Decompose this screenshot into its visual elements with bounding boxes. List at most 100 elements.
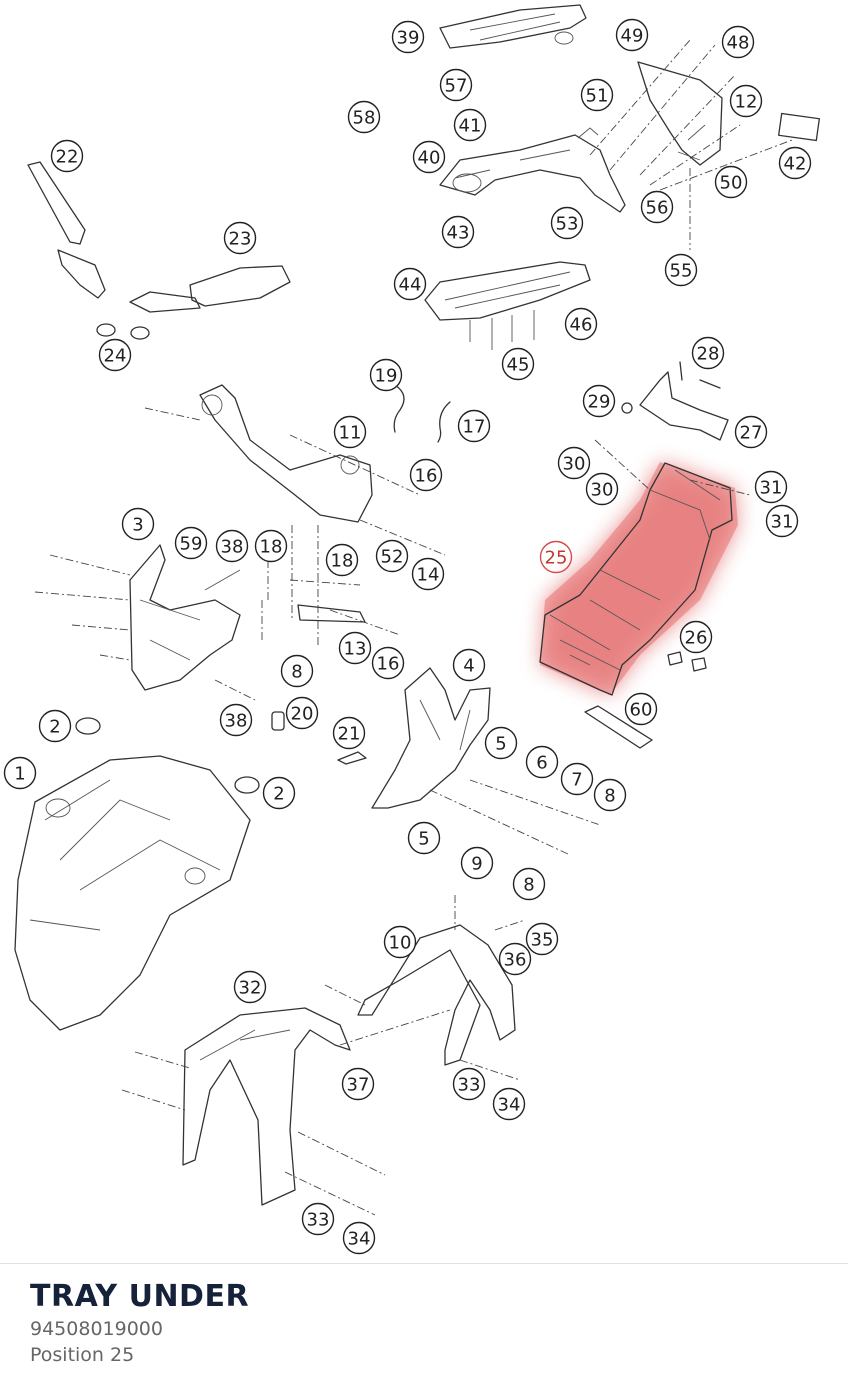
callout-16[interactable]: 16	[371, 646, 405, 680]
callout-2[interactable]: 2	[38, 709, 72, 743]
tray-under-highlight[interactable]	[540, 462, 738, 695]
callout-59[interactable]: 59	[174, 526, 208, 560]
callout-50[interactable]: 50	[714, 165, 748, 199]
callout-circle	[369, 358, 403, 392]
callout-8[interactable]: 8	[593, 778, 627, 812]
part-18-bolts	[261, 525, 319, 645]
part-26-clips	[667, 651, 707, 672]
callout-circle	[285, 696, 319, 730]
callout-5[interactable]: 5	[407, 821, 441, 855]
callout-number: 10	[389, 933, 412, 954]
callout-number: 42	[784, 154, 807, 175]
callout-23[interactable]: 23	[223, 221, 257, 255]
callout-7[interactable]: 7	[560, 762, 594, 796]
part-20-clip	[271, 711, 285, 731]
callout-49[interactable]: 49	[615, 18, 649, 52]
callout-number: 12	[735, 92, 758, 113]
callout-33[interactable]: 33	[301, 1202, 335, 1236]
part-25-tray-under[interactable]	[539, 439, 751, 696]
callout-circle	[407, 821, 441, 855]
callout-25[interactable]: 25	[539, 540, 573, 574]
callout-18[interactable]: 18	[254, 529, 288, 563]
callout-58[interactable]: 58	[347, 100, 381, 134]
callout-38[interactable]: 38	[215, 529, 249, 563]
callout-48[interactable]: 48	[721, 25, 755, 59]
callout-41[interactable]: 41	[453, 108, 487, 142]
callout-45[interactable]: 45	[501, 347, 535, 381]
callout-21[interactable]: 21	[332, 716, 366, 750]
callout-53[interactable]: 53	[550, 206, 584, 240]
callout-36[interactable]: 36	[498, 942, 532, 976]
callout-52[interactable]: 52	[375, 539, 409, 573]
callout-number: 60	[630, 700, 653, 721]
callout-60[interactable]: 60	[624, 692, 658, 726]
callout-43[interactable]: 43	[441, 215, 475, 249]
callout-14[interactable]: 14	[411, 557, 445, 591]
part-19-hose	[393, 384, 405, 433]
callout-5[interactable]: 5	[484, 726, 518, 760]
callout-55[interactable]: 55	[664, 253, 698, 287]
callout-11[interactable]: 11	[333, 415, 367, 449]
callout-8[interactable]: 8	[280, 654, 314, 688]
callout-37[interactable]: 37	[341, 1067, 375, 1101]
callout-circle	[254, 529, 288, 563]
callout-number: 38	[221, 537, 244, 558]
callout-28[interactable]: 28	[691, 336, 725, 370]
callout-2[interactable]: 2	[262, 776, 296, 810]
callout-circle	[342, 1221, 376, 1255]
callout-29[interactable]: 29	[582, 384, 616, 418]
callout-20[interactable]: 20	[285, 696, 319, 730]
callout-42[interactable]: 42	[778, 146, 812, 180]
callout-circle	[560, 762, 594, 796]
callout-27[interactable]: 27	[734, 415, 768, 449]
callout-8[interactable]: 8	[512, 867, 546, 901]
callout-10[interactable]: 10	[383, 925, 417, 959]
callout-circle	[121, 507, 155, 541]
callout-13[interactable]: 13	[338, 631, 372, 665]
callout-circle	[729, 84, 763, 118]
callout-39[interactable]: 39	[391, 20, 425, 54]
callout-17[interactable]: 17	[457, 409, 491, 443]
callout-31[interactable]: 31	[765, 504, 799, 538]
callout-number: 53	[556, 214, 579, 235]
callout-number: 16	[377, 654, 400, 675]
callout-46[interactable]: 46	[564, 307, 598, 341]
callout-44[interactable]: 44	[393, 267, 427, 301]
callout-38[interactable]: 38	[219, 703, 253, 737]
callout-number: 34	[348, 1229, 371, 1250]
callout-40[interactable]: 40	[412, 140, 446, 174]
callout-number: 13	[344, 639, 367, 660]
callout-56[interactable]: 56	[640, 190, 674, 224]
callout-32[interactable]: 32	[233, 970, 267, 1004]
callout-3[interactable]: 3	[121, 507, 155, 541]
callout-34[interactable]: 34	[342, 1221, 376, 1255]
callout-51[interactable]: 51	[580, 78, 614, 112]
callout-circle	[539, 540, 573, 574]
callout-number: 32	[239, 978, 262, 999]
callout-30[interactable]: 30	[557, 446, 591, 480]
callout-16[interactable]: 16	[409, 458, 443, 492]
callout-4[interactable]: 4	[452, 648, 486, 682]
callout-57[interactable]: 57	[439, 68, 473, 102]
callout-circle	[460, 846, 494, 880]
callout-31[interactable]: 31	[754, 470, 788, 504]
callout-circle	[679, 620, 713, 654]
callout-35[interactable]: 35	[525, 922, 559, 956]
callout-33[interactable]: 33	[452, 1067, 486, 1101]
callout-30[interactable]: 30	[585, 472, 619, 506]
callout-34[interactable]: 34	[492, 1087, 526, 1121]
callout-9[interactable]: 9	[460, 846, 494, 880]
callout-24[interactable]: 24	[98, 338, 132, 372]
callout-1[interactable]: 1	[3, 756, 37, 790]
callout-26[interactable]: 26	[679, 620, 713, 654]
callout-number: 6	[536, 753, 547, 774]
callout-12[interactable]: 12	[729, 84, 763, 118]
callout-19[interactable]: 19	[369, 358, 403, 392]
callout-number: 55	[670, 261, 693, 282]
callout-circle	[557, 446, 591, 480]
part-13-bracket	[289, 579, 401, 636]
callout-22[interactable]: 22	[50, 139, 84, 173]
callout-18[interactable]: 18	[325, 543, 359, 577]
callout-number: 52	[381, 547, 404, 568]
callout-6[interactable]: 6	[525, 745, 559, 779]
